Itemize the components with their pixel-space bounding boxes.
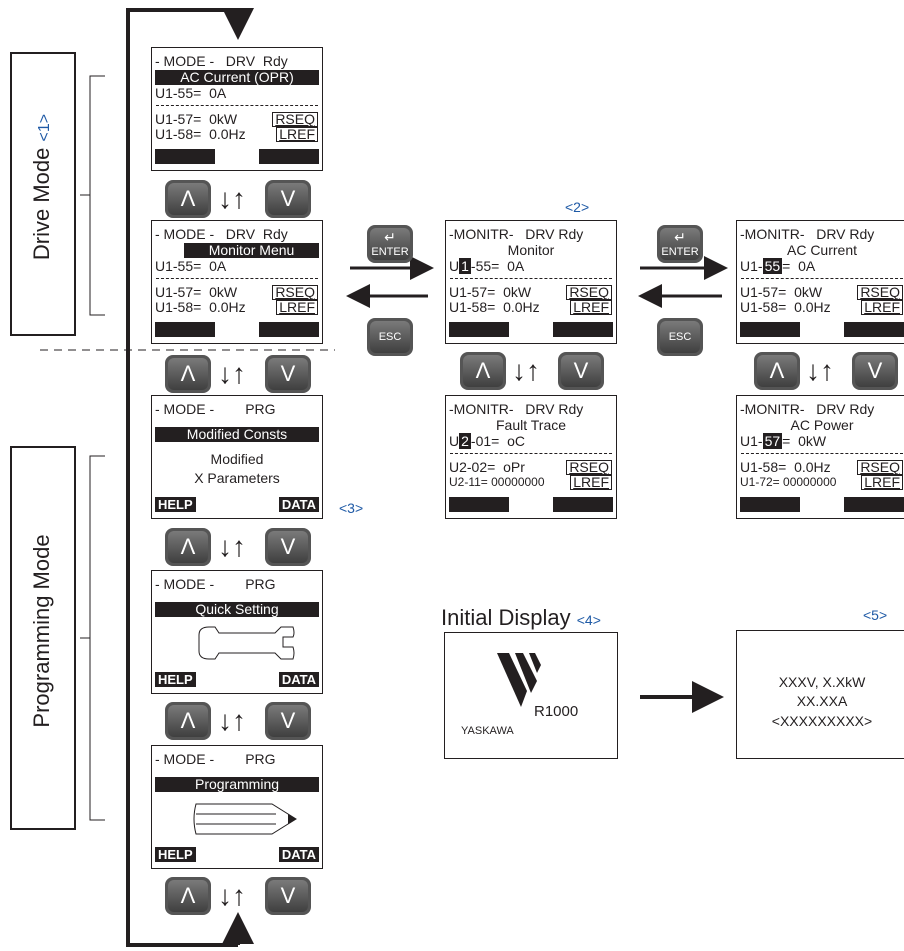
model-label: R1000 xyxy=(534,703,579,720)
down-key[interactable]: V xyxy=(265,702,311,740)
down-key[interactable]: V xyxy=(265,355,311,393)
lcd-drive-monitor-menu: - MODE - DRV Rdy Monitor Menu U1-55= 0A … xyxy=(151,220,323,344)
down-key[interactable]: V xyxy=(265,528,311,566)
loop-line xyxy=(126,8,238,947)
up-key[interactable]: Λ xyxy=(165,180,211,218)
programming-mode-box: Programming Mode xyxy=(10,446,76,830)
lcd-monitr-ac-power: -MONITR- DRV Rdy AC Power U1-57= 0kW U1-… xyxy=(736,395,904,519)
up-key[interactable]: Λ xyxy=(165,355,211,393)
tag-3: <3> xyxy=(339,500,364,516)
esc-key[interactable]: ESC xyxy=(367,318,413,356)
initial-display-rating-screen: XXXV, X.XkW XX.XXA <XXXXXXXXX> xyxy=(736,630,904,759)
programming-mode-label: Programming Mode xyxy=(29,534,54,728)
enter-key[interactable]: ↵ENTER xyxy=(367,225,413,263)
up-key[interactable]: Λ xyxy=(754,352,800,390)
yaskawa-logo-icon xyxy=(497,653,541,707)
up-key[interactable]: Λ xyxy=(165,528,211,566)
lcd-drive-ac-current: - MODE - DRV Rdy AC Current (OPR) U1-55=… xyxy=(151,47,323,171)
lcd-prog-programming: - MODE - PRG Programming HELP DATA xyxy=(151,745,323,869)
down-key[interactable]: V xyxy=(265,877,311,915)
tag-2: <2> xyxy=(565,199,590,215)
esc-key[interactable]: ESC xyxy=(657,318,703,356)
down-key[interactable]: V xyxy=(852,352,898,390)
brand-label: YASKAWA xyxy=(461,725,514,737)
up-key[interactable]: Λ xyxy=(165,702,211,740)
up-key[interactable]: Λ xyxy=(165,877,211,915)
lcd-prog-modified-consts: - MODE - PRG Modified Consts Modified X … xyxy=(151,395,323,519)
drive-mode-tag: <1> xyxy=(36,113,53,142)
up-key[interactable]: Λ xyxy=(460,352,506,390)
down-key[interactable]: V xyxy=(558,352,604,390)
drive-mode-label: Drive Mode xyxy=(29,147,54,261)
down-key[interactable]: V xyxy=(265,180,311,218)
tag-5: <5> xyxy=(863,607,888,623)
pencil-icon xyxy=(193,803,297,835)
initial-display-title: Initial Display xyxy=(441,605,571,630)
tag-4: <4> xyxy=(576,612,601,628)
enter-key[interactable]: ↵ENTER xyxy=(657,225,703,263)
initial-display-logo-screen: R1000 YASKAWA xyxy=(444,632,618,759)
drive-mode-box: Drive Mode <1> xyxy=(10,52,76,336)
drive-bracket xyxy=(89,75,105,316)
wrench-icon xyxy=(198,626,295,660)
lcd-monitr-ac-current: -MONITR- DRV Rdy AC Current U1-55= 0A U1… xyxy=(736,220,904,344)
prog-bracket xyxy=(89,455,105,821)
lcd-prog-quick-setting: - MODE - PRG Quick Setting HELP DATA xyxy=(151,570,323,694)
